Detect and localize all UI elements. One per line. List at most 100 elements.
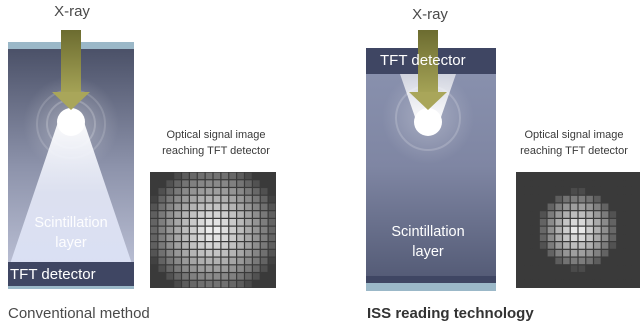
grid-cell [205,226,213,234]
grid-cell [245,188,252,195]
grid-cell [166,211,174,218]
grid-cell [516,265,524,272]
grid-cell [524,265,531,272]
grid-cell [229,257,237,265]
grid-cell [555,172,562,180]
grid-cell [532,195,539,203]
grid-cell [221,273,229,280]
grid-cell [539,211,547,218]
grid-cell [252,211,260,218]
grid-cell [563,226,570,234]
light-spread-cone [10,122,132,264]
scintillation-label-conventional: Scintillation layer [16,213,126,253]
grid-cell [205,234,213,241]
grid-cell [205,211,213,218]
grid-cell [221,195,229,203]
grid-cell [578,211,586,218]
grid-cell [166,234,174,241]
grid-cell [174,226,181,234]
grid-cell [516,195,524,203]
grid-cell [532,265,539,272]
grid-cell [539,203,547,211]
grid-cell [625,180,632,187]
grid-cell [229,242,237,249]
grid-cell [189,188,197,195]
xray-label-conventional: X-ray [54,3,90,20]
grid-cell [524,172,531,180]
grid-cell [252,203,260,211]
grid-cell [594,211,601,218]
grid-cell [174,219,181,226]
grid-cell [213,211,221,218]
grid-cell [268,257,276,265]
grid-cell [182,211,189,218]
grid-cell [252,172,260,180]
grid-cell [547,211,555,218]
grid-cell [524,180,531,187]
grid-cell [252,273,260,280]
grid-cell [625,273,632,280]
grid-cell [594,188,601,195]
grid-cell [237,265,244,272]
grid-cell [268,211,276,218]
grid-cell [229,203,237,211]
grid-cell [166,280,174,288]
grid-cell [563,203,570,211]
grid-cell [252,280,260,288]
grid-cell [594,249,601,257]
grid-cell [632,280,640,288]
grid-cell [532,188,539,195]
grid-cell [237,280,244,288]
grid-cell [532,234,539,241]
grid-cell [532,273,539,280]
grid-cell [189,195,197,203]
grid-cell [174,249,181,257]
grid-cell [601,188,609,195]
grid-cell [539,180,547,187]
grid-cell [166,265,174,272]
grid-cell [570,249,578,257]
grid-cell [516,280,524,288]
grid-cell [197,211,205,218]
tft-detector-band [8,262,134,288]
grid-cell [229,180,237,187]
grid-cell [158,265,166,272]
grid-cell [260,180,268,187]
grid-cell [563,265,570,272]
grid-cell [268,249,276,257]
grid-cell [586,249,593,257]
grid-cell [586,180,593,187]
grid-cell [632,211,640,218]
grid-cell [237,172,244,180]
light-source-iss [414,108,442,136]
grid-cell [221,226,229,234]
grid-cell [213,242,221,249]
grid-cell [516,203,524,211]
grid-cell [166,242,174,249]
grid-cell [221,172,229,180]
grid-cell [516,242,524,249]
grid-cell [563,180,570,187]
xray-arrow-shaft [61,30,81,94]
grid-cell [150,257,158,265]
grid-cell [182,249,189,257]
grid-cell [586,211,593,218]
grid-cell [625,211,632,218]
grid-cell [594,234,601,241]
grid-cell [586,195,593,203]
grid-cell [617,188,624,195]
grid-cell [594,242,601,249]
grid-cell [260,257,268,265]
grid-cell [570,211,578,218]
grid-cell [547,180,555,187]
grid-cell [252,180,260,187]
grid-cell [601,226,609,234]
grid-cell [221,280,229,288]
grid-cell [197,203,205,211]
grid-cell [516,188,524,195]
grid-cell [213,195,221,203]
grid-cell [150,219,158,226]
grid-cell [601,280,609,288]
grid-cell [213,234,221,241]
grid-cell [268,180,276,187]
